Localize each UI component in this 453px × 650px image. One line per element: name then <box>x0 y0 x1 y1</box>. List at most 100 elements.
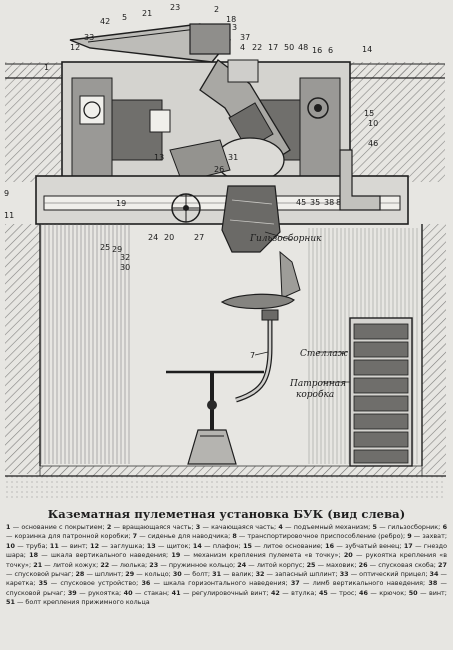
legend-item-text: болт крепления прижимного кольца <box>25 598 150 607</box>
legend-item-number: 4 <box>278 523 283 531</box>
legend-item: 20 — рукоятка крепления «в точку» <box>6 551 447 569</box>
legend-item-number: 12 <box>90 541 100 550</box>
legend-item-number: 22 <box>100 560 110 569</box>
stand <box>166 370 264 465</box>
legend-item-text: гильзосборник <box>387 523 439 531</box>
legend-item-number: 6 <box>442 523 447 531</box>
legend-item: 16 — зубчатый венец <box>325 541 400 550</box>
legend-item-text: щиток <box>166 541 189 550</box>
callout-10: 10 <box>368 119 378 128</box>
legend-item: 29 — кольцо <box>125 570 169 579</box>
callout-19: 19 <box>116 199 126 208</box>
legend-item-text: качающаяся часть <box>211 523 274 531</box>
callout-3: 3 <box>232 23 237 32</box>
legend-item: 23 — пружинное кольцо <box>149 560 233 569</box>
legend-item-text: плафон <box>212 541 239 550</box>
callout-2: 2 <box>214 5 219 14</box>
legend-item: 6 — корзинка для патронной коробки <box>6 523 447 541</box>
legend-item-number: 23 <box>149 560 159 569</box>
legend-item-number: 1 <box>6 523 11 531</box>
callout-4: 4 <box>240 43 245 52</box>
callout-20: 20 <box>164 233 174 242</box>
legend-item: 27 — спусковой рычаг <box>6 560 447 579</box>
callout-11: 11 <box>4 211 14 220</box>
legend-item: 8 — транспортировочное приспособление (р… <box>232 532 403 541</box>
legend-item-text: крючок <box>379 588 405 597</box>
legend-item-text: стакан <box>143 588 167 597</box>
legend-item-text: литое основание <box>263 541 321 550</box>
callout-21: 21 <box>142 9 152 18</box>
legend-item-text: гнездо шара <box>6 541 447 560</box>
legend-item: 21 — литой кожух <box>33 560 97 569</box>
callout-38: 38 <box>324 198 334 207</box>
legend-item-text: маховик <box>326 560 355 569</box>
legend-item: 30 — болт <box>172 570 208 579</box>
legend-item-number: 7 <box>132 532 138 541</box>
callout-7: 7 <box>250 351 255 360</box>
legend-item-text: вращающаяся часть <box>122 523 192 531</box>
legend-item: 14 — плафон <box>192 541 239 550</box>
callout-9: 9 <box>4 189 9 198</box>
callout-32: 32 <box>120 253 130 262</box>
legend-item: 2 — вращающаяся часть <box>106 523 192 531</box>
legend-item: 22 — люлька <box>100 560 145 569</box>
label-rack: Стеллаж <box>300 349 349 359</box>
legend-item-number: 39 <box>67 588 77 597</box>
legend-item-number: 34 <box>429 570 439 579</box>
legend-item: 42 — втулка <box>270 588 315 597</box>
callout-6: 6 <box>328 46 333 55</box>
legend-item-text: лимб вертикального наведения <box>312 579 424 588</box>
legend-item-number: 8 <box>232 532 237 541</box>
legend-item-number: 24 <box>237 560 247 569</box>
callout-27: 27 <box>194 233 204 242</box>
base-platform <box>35 149 409 225</box>
callout-12: 12 <box>70 43 80 52</box>
legend-item: 19 — механизм крепления пулемета «в точк… <box>171 551 339 560</box>
callout-1: 1 <box>44 63 49 72</box>
legend-item-number: 5 <box>372 523 377 531</box>
callout-23: 23 <box>170 3 180 12</box>
legend-item: 9 — захват <box>407 532 445 541</box>
legend-item-number: 38 <box>428 579 438 588</box>
callout-8: 8 <box>336 198 341 207</box>
legend-item-text: захват <box>422 532 445 541</box>
leader-lines <box>254 231 350 383</box>
legend-item-text: спусковая скоба <box>378 560 434 569</box>
legend-item: 37 — лимб вертикального наведения <box>290 579 424 588</box>
operator-seat <box>220 250 301 403</box>
legend-item-number: 18 <box>29 551 39 560</box>
legend-item: 33 — оптический прицел <box>339 570 426 579</box>
shell-catcher <box>221 185 281 253</box>
legend-item: 25 — маховик <box>306 560 355 569</box>
legend-item-number: 42 <box>270 588 280 597</box>
legend-item-text: винт <box>69 541 86 550</box>
technical-drawing: Гильзосборник Стеллаж Патронная коробка … <box>4 3 446 500</box>
legend-item-number: 16 <box>325 541 335 550</box>
legend-item-number: 45 <box>318 588 328 597</box>
legend-item-text: заглушка <box>110 541 143 550</box>
legend-item: 35 — спусковое устройство <box>38 579 137 588</box>
legend-item-number: 35 <box>38 579 48 588</box>
legend-item: 28 — шплинт <box>75 570 122 579</box>
legend-item-number: 30 <box>172 570 182 579</box>
legend-item: 24 — литой корпус <box>237 560 303 569</box>
machine-gun-assembly <box>69 23 291 183</box>
legend-item-text: литой корпус <box>256 560 303 569</box>
legend-item-number: 14 <box>192 541 202 550</box>
legend-item-number: 37 <box>290 579 300 588</box>
callout-26: 26 <box>214 165 224 174</box>
legend-item: 17 — гнездо шара <box>6 541 447 560</box>
callout-50: 50 <box>284 43 294 52</box>
label-cartridge-box-2: коробка <box>296 389 334 400</box>
legend-item: 12 — заглушка <box>90 541 143 550</box>
legend-item-number: 10 <box>6 541 15 550</box>
legend-item-number: 31 <box>212 570 222 579</box>
legend-item-text: литой кожух <box>52 560 97 569</box>
legend-item-number: 25 <box>306 560 316 569</box>
floor <box>5 465 446 500</box>
callout-33: 33 <box>84 33 94 42</box>
legend-item: 31 — валик <box>212 570 252 579</box>
legend-item: 45 — трос <box>318 588 355 597</box>
callout-31: 31 <box>228 153 238 162</box>
callout-29: 29 <box>112 245 122 254</box>
